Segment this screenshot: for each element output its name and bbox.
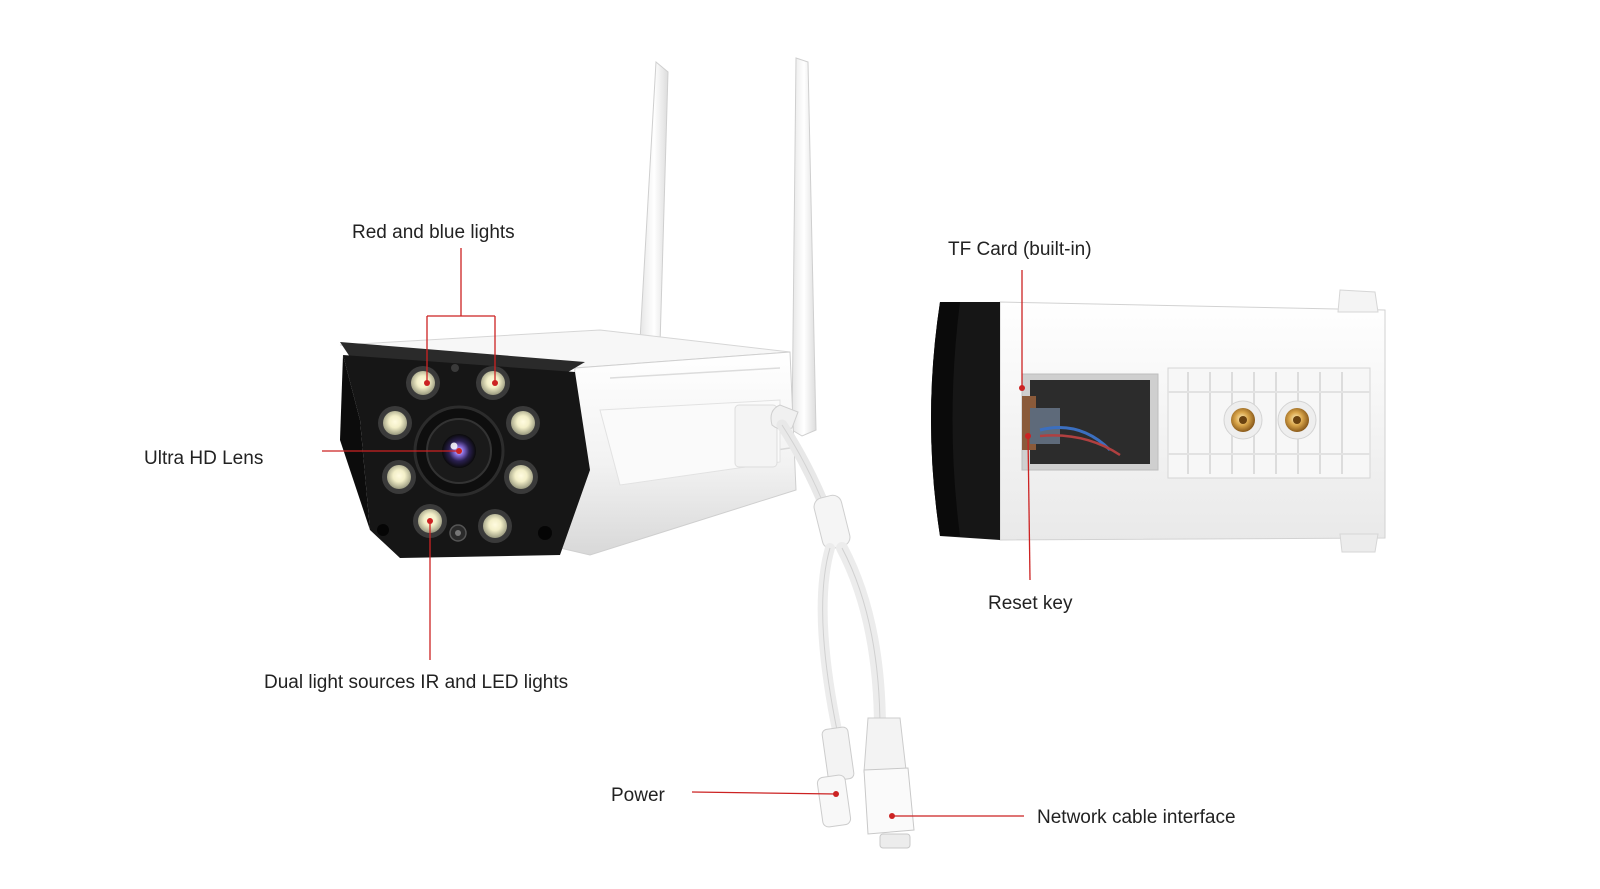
antenna-left	[639, 60, 669, 346]
leader-dots	[424, 380, 1031, 819]
label-network-cable-interface: Network cable interface	[1037, 807, 1236, 828]
power-connector	[816, 726, 855, 828]
leader-reset	[1027, 435, 1031, 581]
cable-assembly	[770, 404, 886, 740]
led-mid-left-1	[378, 406, 412, 440]
brass-insert-left	[1223, 400, 1263, 440]
label-red-blue-lights: Red and blue lights	[352, 222, 515, 243]
led-bottom-right	[478, 509, 512, 543]
leader-red-blue	[426, 248, 496, 383]
led-top-left	[406, 366, 440, 400]
camera-body-side-view	[931, 289, 1386, 553]
led-mid-right-1	[506, 406, 540, 440]
antenna-right	[791, 57, 817, 437]
leader-power	[691, 791, 837, 795]
led-ring	[378, 366, 540, 543]
leader-lines	[322, 248, 1031, 817]
led-mid-left-2	[382, 460, 416, 494]
label-tf-card: TF Card (built-in)	[948, 239, 1092, 260]
label-ultra-hd-lens: Ultra HD Lens	[144, 448, 264, 469]
label-dual-light-sources: Dual light sources IR and LED lights	[264, 672, 569, 693]
brass-insert-right	[1277, 400, 1317, 440]
camera-body-front-view	[339, 329, 797, 558]
network-connector	[863, 717, 915, 849]
led-mid-right-2	[504, 460, 538, 494]
mount-bracket-ribs	[1168, 372, 1370, 474]
label-power: Power	[611, 785, 665, 806]
label-reset-key: Reset key	[988, 593, 1073, 614]
